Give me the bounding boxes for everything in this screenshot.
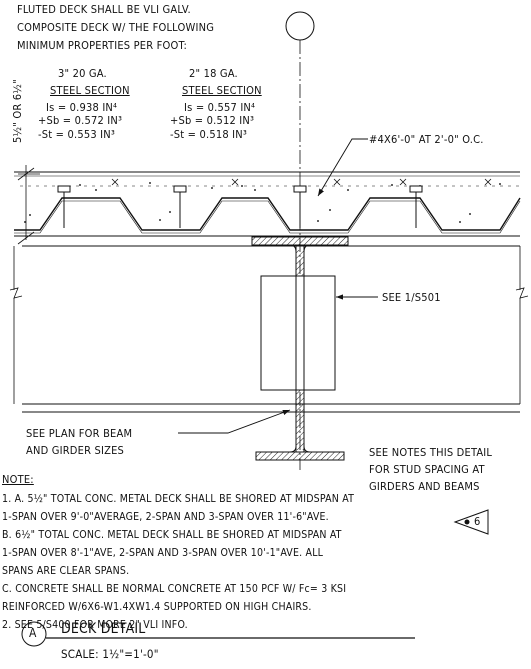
revision-number: 6 bbox=[474, 515, 481, 528]
concrete-slab bbox=[14, 171, 521, 237]
section-2-title: STEEL SECTION bbox=[182, 84, 262, 97]
beam-top-flange bbox=[251, 236, 349, 246]
note-line-3: B. 6½" TOTAL CONC. METAL DECK SHALL BE S… bbox=[2, 529, 342, 541]
concrete-stipple bbox=[24, 182, 501, 223]
section-1-st: -St = 0.553 IN³ bbox=[38, 128, 116, 141]
note-line-6: C. CONCRETE SHALL BE NORMAL CONCRETE AT … bbox=[2, 583, 347, 595]
detail-tag-circle bbox=[21, 621, 47, 647]
section-1-title: STEEL SECTION bbox=[50, 84, 130, 97]
detail-title: DECK DETAIL bbox=[61, 621, 146, 637]
rebar-callout: #4X6'-0" AT 2'-0" O.C. bbox=[369, 133, 484, 146]
steel-beam bbox=[22, 236, 520, 461]
section-2-is: Is = 0.557 IN⁴ bbox=[184, 101, 256, 114]
wire-mesh bbox=[20, 178, 520, 187]
note-line-7: REINFORCED W/6X6-W1.4XW1.4 SUPPORTED ON … bbox=[2, 601, 312, 613]
detail-tag: A bbox=[29, 626, 37, 640]
note-line-1: 1. A. 5½" TOTAL CONC. METAL DECK SHALL B… bbox=[2, 493, 355, 505]
stud-note-line-2: FOR STUD SPACING AT bbox=[369, 463, 485, 476]
note-line-5: SPANS ARE CLEAR SPANS. bbox=[2, 565, 130, 577]
section-1-is: Is = 0.938 IN⁴ bbox=[46, 101, 118, 114]
note-line-8: 2. SEE 5/S400 FOR MORE 2" VLI INFO. bbox=[2, 619, 188, 631]
beam-bottom-flange bbox=[255, 451, 345, 461]
note-line-4: 1-SPAN OVER 8'-1"AVE, 2-SPAN AND 3-SPAN … bbox=[2, 547, 324, 559]
detail-scale: SCALE: 1½"=1'-0" bbox=[61, 647, 159, 661]
header-note-line-1: FLUTED DECK SHALL BE VLI GALV. bbox=[17, 3, 191, 16]
section-2-sb: +Sb = 0.512 IN³ bbox=[170, 114, 255, 127]
notes-heading: NOTE: bbox=[2, 473, 34, 486]
see-detail-callout: SEE 1/S501 bbox=[382, 291, 441, 304]
section-1-gauge: 3" 20 GA. bbox=[58, 67, 107, 80]
rebar-leader bbox=[317, 138, 368, 197]
break-lines bbox=[9, 246, 529, 404]
section-2-st: -St = 0.518 IN³ bbox=[170, 128, 248, 141]
slab-thickness-label: 5½" OR 6½" bbox=[11, 79, 24, 143]
beam-leader bbox=[178, 409, 291, 434]
header-note-line-2: COMPOSITE DECK W/ THE FOLLOWING bbox=[17, 21, 215, 34]
grid-bubble bbox=[285, 11, 315, 41]
note-line-2: 1-SPAN OVER 9'-0"AVERAGE, 2-SPAN AND 3-S… bbox=[2, 511, 329, 523]
revision-triangle bbox=[453, 509, 489, 535]
stud-note-line-1: SEE NOTES THIS DETAIL bbox=[369, 446, 493, 459]
slab-dimension bbox=[17, 165, 40, 245]
beam-note-line-1: SEE PLAN FOR BEAM bbox=[26, 427, 133, 440]
section-1-sb: +Sb = 0.572 IN³ bbox=[38, 114, 123, 127]
beam-note-line-2: AND GIRDER SIZES bbox=[26, 444, 124, 457]
section-2-gauge: 2" 18 GA. bbox=[189, 67, 238, 80]
header-note-line-3: MINIMUM PROPERTIES PER FOOT: bbox=[17, 39, 188, 52]
connection-plate bbox=[260, 275, 336, 391]
shear-studs bbox=[57, 185, 423, 228]
stud-note-line-3: GIRDERS AND BEAMS bbox=[369, 480, 480, 493]
